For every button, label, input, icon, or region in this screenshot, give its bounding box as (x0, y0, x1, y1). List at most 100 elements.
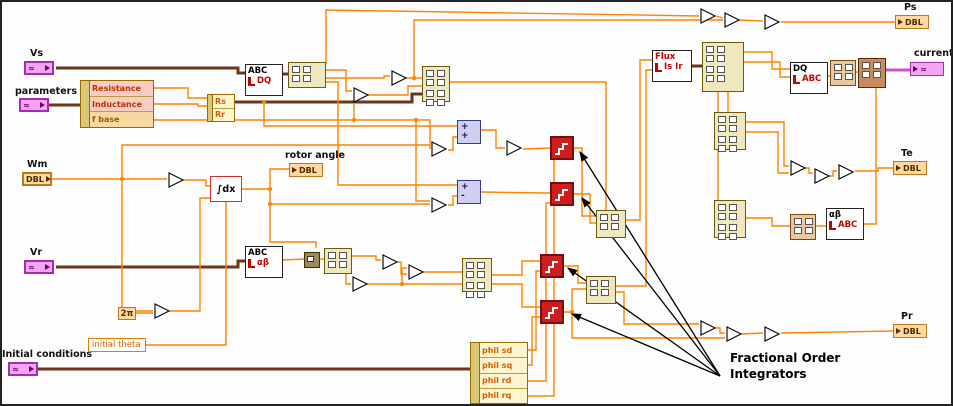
multiply-node[interactable] (407, 263, 425, 281)
te-indicator[interactable]: DBL (893, 161, 927, 175)
wire-junctions (119, 75, 575, 315)
dq-to-abc-transform-node[interactable]: DQ ABC (790, 62, 828, 94)
vr-terminal[interactable]: ≈ (24, 260, 54, 274)
fractional-order-annotation: Fractional Order Integrators (730, 351, 840, 382)
multiply-node[interactable] (153, 302, 171, 320)
unbundle-row-inductance[interactable]: Inductance (90, 96, 153, 113)
add-node[interactable]: + + (457, 120, 481, 144)
initial-conditions-terminal[interactable]: ≈ (8, 362, 38, 376)
wm-label: Wm (27, 159, 48, 170)
signal-corner-icon (655, 62, 662, 72)
two-pi-constant[interactable]: 2π (118, 307, 136, 320)
formula-node-icon[interactable] (422, 66, 450, 102)
dbl-type-label: DBL (299, 165, 317, 175)
cluster-wires (38, 64, 702, 371)
vs-terminal[interactable]: ≈ (24, 61, 54, 75)
integrator-node[interactable]: ∫dx (210, 176, 242, 202)
rotor-angle-indicator[interactable]: DBL (289, 163, 323, 177)
build-array-node-icon[interactable] (830, 60, 856, 86)
cluster-strip-icon (471, 343, 480, 403)
transform-input-label: DQ (793, 64, 808, 74)
divide-node[interactable] (763, 325, 781, 343)
multiply-node[interactable] (381, 253, 399, 271)
unbundle-row-phil-sd[interactable]: phil sd (480, 343, 527, 359)
bundle-row-rr[interactable]: Rr (213, 108, 234, 121)
indicator-arrow-icon (292, 167, 297, 173)
signal-corner-icon (829, 220, 836, 230)
multiply-node[interactable] (430, 196, 448, 214)
initial-theta-constant[interactable]: initial theta (88, 338, 146, 352)
flux-unbundle-node-icon[interactable] (702, 42, 744, 92)
flux-node[interactable]: Flux Is Ir (652, 50, 692, 82)
dbl-type-label: DBL (903, 163, 921, 173)
indicator-arrow-icon (896, 165, 901, 171)
current-indicator[interactable]: ≈ (910, 62, 944, 76)
unbundle-row-phil-sq[interactable]: phil sq (480, 358, 527, 374)
wm-terminal[interactable]: DBL (22, 172, 52, 186)
annotation-line-2: Integrators (730, 366, 807, 381)
abc-to-dq-transform-node[interactable]: ABC DQ (245, 64, 283, 96)
transform-output-label: DQ (257, 76, 272, 87)
multiply-node[interactable] (390, 69, 408, 87)
waveform-icon: ≈ (28, 262, 35, 272)
build-array-node-icon[interactable] (790, 214, 816, 240)
rs-rr-bundle-node[interactable]: Rs Rr (207, 94, 235, 122)
divide-node[interactable] (763, 13, 781, 31)
array-to-cluster-node-icon[interactable] (288, 62, 326, 88)
parameters-unbundle-node[interactable]: Resistance Inductance f base (80, 80, 154, 128)
transform-output-label: αβ (257, 258, 269, 269)
multiply-node[interactable] (813, 167, 831, 185)
array-to-cluster-node-icon[interactable] (324, 248, 352, 274)
subtract-node[interactable]: + - (457, 180, 481, 204)
fractional-integrator-node[interactable] (550, 182, 574, 206)
waveform-icon: ≈ (28, 63, 35, 73)
pr-indicator[interactable]: DBL (893, 324, 927, 338)
dbl-type-label: DBL (26, 174, 44, 184)
alphabeta-to-abc-transform-node[interactable]: αβ ABC (826, 208, 864, 240)
fractional-integrator-node[interactable] (540, 254, 564, 278)
multiply-node[interactable] (167, 171, 185, 189)
multiply-node[interactable] (699, 319, 717, 337)
unbundle-row-phil-rd[interactable]: phil rd (480, 373, 527, 389)
bundle-node-icon[interactable] (586, 276, 616, 304)
current-label: current (914, 48, 953, 59)
te-label: Te (901, 148, 913, 159)
control-arrow-icon (45, 65, 50, 71)
abc-to-alphabeta-transform-node[interactable]: ABC αβ (245, 246, 283, 278)
initial-conditions-label: Initial conditions (2, 349, 93, 360)
multiply-node[interactable] (723, 11, 741, 29)
divide-node[interactable] (837, 163, 855, 181)
multiply-node[interactable] (352, 86, 370, 104)
multiply-node[interactable] (505, 139, 523, 157)
ps-indicator[interactable]: DBL (895, 15, 929, 29)
multiply-node[interactable] (351, 275, 369, 293)
multiply-node[interactable] (430, 140, 448, 158)
fractional-integrator-node[interactable] (540, 300, 564, 324)
index-array-node-icon[interactable] (304, 252, 320, 268)
bundle-node-icon[interactable] (596, 210, 626, 238)
transform-input-label: ABC (248, 66, 268, 76)
indicator-arrow-icon (896, 328, 901, 334)
multiply-node[interactable] (789, 159, 807, 177)
initial-theta-label: initial theta (92, 340, 141, 350)
unbundle-row-fbase[interactable]: f base (90, 112, 153, 128)
stator-unbundle-node-icon[interactable] (714, 112, 746, 150)
subtract-op-bottom: - (461, 191, 465, 201)
interleave-array-node-icon[interactable] (858, 58, 886, 88)
unbundle-row-phil-rq[interactable]: phil rq (480, 388, 527, 403)
control-arrow-icon (45, 176, 51, 182)
parameters-terminal[interactable]: ≈ (19, 98, 49, 112)
control-arrow-icon (45, 264, 50, 270)
phil-unbundle-node[interactable]: phil sd phil sq phil rd phil rq (470, 342, 528, 404)
bundle-row-rs[interactable]: Rs (213, 95, 234, 109)
fractional-integrator-node[interactable] (550, 136, 574, 160)
multiply-node[interactable] (699, 7, 717, 25)
unbundle-row-resistance[interactable]: Resistance (90, 81, 153, 97)
signal-corner-icon (793, 74, 800, 84)
rotor-unbundle-node-icon[interactable] (714, 200, 746, 238)
transform-output-label: ABC (802, 74, 822, 85)
control-arrow-icon (29, 366, 34, 372)
formula-node-icon[interactable] (462, 258, 492, 292)
multiply-node[interactable] (725, 325, 743, 343)
